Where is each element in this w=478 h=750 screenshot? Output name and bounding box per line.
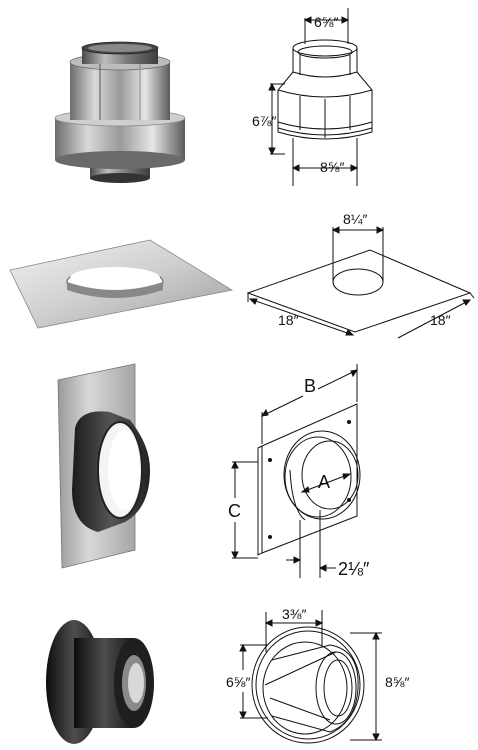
dim-a: A: [318, 472, 330, 492]
dim-right: 18″: [430, 312, 451, 328]
flat-ceiling-plate-drawing: [246, 226, 475, 339]
dim-depth: 2⅛″: [338, 559, 370, 579]
product-row-4: 3⅜″ 6⅝″ 8⅝″: [0, 590, 478, 750]
dim-bottom: 8⅝″: [320, 159, 344, 175]
dim-top: 6⅝″: [314, 14, 338, 30]
wall-thimble-plate-photo: [57, 363, 150, 569]
dim-c: C: [228, 501, 241, 521]
stepped-collar-adapter-drawing: [268, 8, 373, 186]
round-ceiling-support-drawing: [239, 610, 382, 744]
stepped-collar-adapter-photo: [54, 41, 186, 183]
dim-left: 18″: [278, 312, 299, 328]
dim-left: 6⅝″: [226, 674, 250, 690]
dim-side: 6⅞″: [252, 113, 276, 129]
dim-hole: 8¼″: [343, 211, 367, 227]
dim-b: B: [304, 376, 316, 396]
flat-ceiling-plate-photo: [9, 239, 234, 329]
product-row-2: 8¼″ 18″ 18″: [0, 190, 478, 350]
dim-right: 8⅝″: [385, 674, 409, 690]
product-row-1: 6⅝″ 6⅞″ 8⅝″: [0, 0, 478, 190]
dim-top: 3⅜″: [282, 606, 306, 622]
product-row-3: B C A 2⅛″: [0, 350, 478, 590]
wall-thimble-plate-drawing: [231, 364, 361, 578]
round-ceiling-support-photo: [46, 620, 154, 744]
